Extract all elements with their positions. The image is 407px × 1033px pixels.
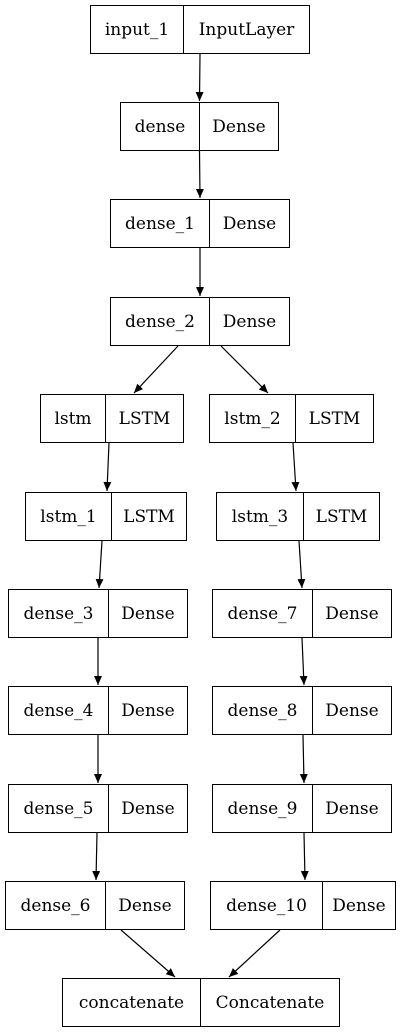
edge-dense-to-dense-1: [195, 150, 204, 199]
edge-dense-2-to-lstm: [133, 345, 179, 394]
layer-type: InputLayer: [198, 19, 295, 40]
layer-name: dense_2: [111, 298, 210, 345]
layer-node-dense: dense Dense: [120, 102, 279, 151]
edge-lstm-2-to-lstm-3: [291, 442, 300, 492]
layer-node-dense-3: dense_3 Dense: [8, 589, 188, 638]
edge-dense-2-to-lstm-2: [220, 345, 269, 394]
layer-name: dense_6: [6, 882, 106, 929]
layer-name: dense_7: [213, 590, 313, 637]
layer-type: Dense: [118, 895, 172, 916]
layer-name: dense_3: [9, 590, 109, 637]
edge-dense-6-to-concatenate: [120, 929, 176, 978]
layer-node-lstm-2: lstm_2 LSTM: [209, 394, 374, 443]
layer-type: LSTM: [118, 408, 171, 429]
layer-name: dense_9: [213, 785, 313, 832]
layer-type: Dense: [325, 603, 379, 624]
layer-type: LSTM: [308, 408, 361, 429]
edges-layer: [92, 53, 309, 978]
layer-node-lstm-1: lstm_1 LSTM: [25, 492, 187, 541]
layer-name: concatenate: [63, 979, 201, 1026]
layer-node-dense-8: dense_8 Dense: [212, 686, 392, 735]
layer-name: dense_1: [111, 200, 210, 247]
layer-type: Dense: [121, 603, 175, 624]
layer-name: dense_10: [211, 882, 323, 929]
layer-type: Dense: [212, 116, 266, 137]
layer-node-dense-5: dense_5 Dense: [8, 784, 188, 833]
layer-name: lstm_1: [26, 493, 112, 540]
layer-node-input-1: input_1 InputLayer: [90, 5, 310, 54]
layer-type: LSTM: [123, 506, 175, 527]
layer-node-dense-2: dense_2 Dense: [110, 297, 290, 346]
layer-type: Dense: [325, 798, 379, 819]
layer-type: Dense: [121, 700, 175, 721]
layer-type: Concatenate: [215, 992, 325, 1013]
layer-name: lstm_3: [217, 493, 304, 540]
layer-node-dense-4: dense_4 Dense: [8, 686, 188, 735]
layer-type: Dense: [325, 700, 379, 721]
layer-type: Dense: [332, 895, 386, 916]
layer-type: Dense: [222, 213, 277, 234]
layer-name: dense: [121, 103, 200, 150]
layer-node-lstm: lstm LSTM: [40, 394, 184, 443]
layer-node-dense-7: dense_7 Dense: [212, 589, 392, 638]
edge-dense-9-to-dense-10: [300, 832, 309, 881]
layer-name: lstm_2: [210, 395, 296, 442]
edge-dense-10-to-concatenate: [228, 929, 281, 978]
edge-lstm-1-to-dense-3: [95, 540, 104, 589]
edge-input-1-to-dense: [195, 53, 204, 102]
layer-type: Dense: [222, 311, 277, 332]
layer-node-concatenate: concatenate Concatenate: [62, 978, 340, 1027]
layer-name: dense_5: [9, 785, 109, 832]
layer-node-dense-10: dense_10 Dense: [210, 881, 396, 930]
layer-node-lstm-3: lstm_3 LSTM: [216, 492, 380, 541]
edge-dense-8-to-dense-9: [299, 734, 308, 784]
layer-type: Dense: [121, 798, 175, 819]
edge-dense-5-to-dense-6: [92, 832, 101, 881]
edge-lstm-3-to-dense-7: [297, 540, 306, 589]
edge-lstm-to-lstm-1: [103, 442, 112, 492]
layer-name: input_1: [91, 6, 184, 53]
layer-type: LSTM: [315, 506, 368, 527]
layer-node-dense-1: dense_1 Dense: [110, 199, 290, 248]
layer-name: dense_8: [213, 687, 313, 734]
edge-dense-7-to-dense-8: [299, 637, 308, 686]
layer-name: dense_4: [9, 687, 109, 734]
layer-name: lstm: [41, 395, 106, 442]
layer-node-dense-9: dense_9 Dense: [212, 784, 392, 833]
layer-node-dense-6: dense_6 Dense: [5, 881, 185, 930]
